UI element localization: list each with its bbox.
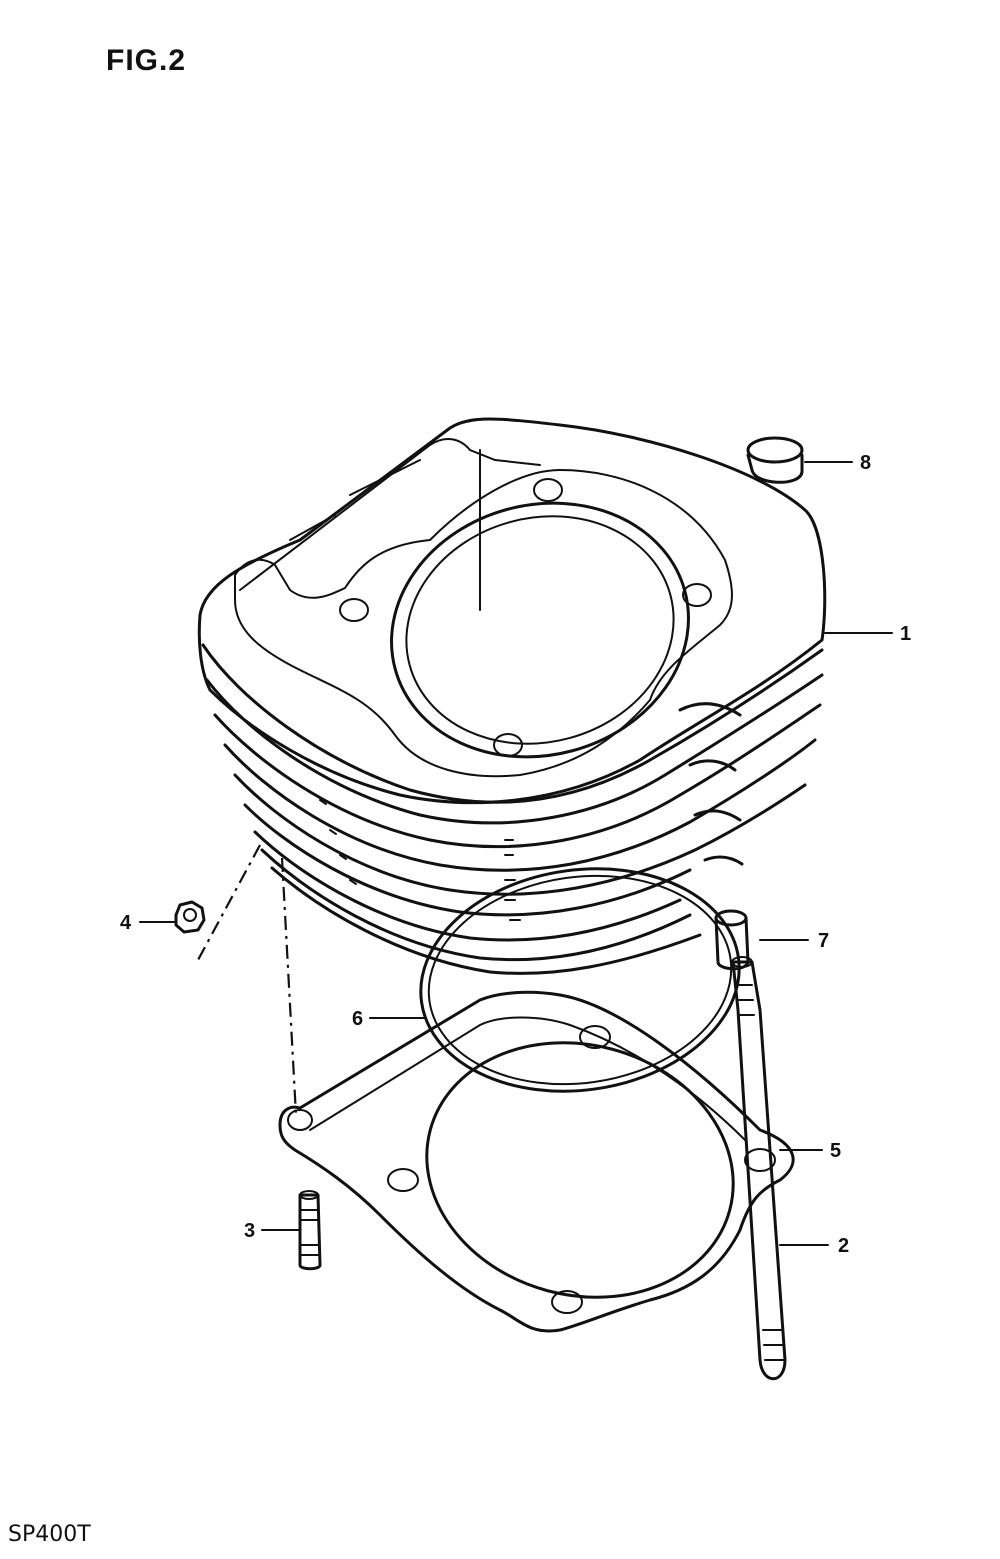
callout-1: 1	[900, 623, 911, 645]
callout-3: 3	[244, 1220, 255, 1242]
cylinder-block	[197, 417, 827, 975]
cap	[746, 436, 804, 484]
long-stud	[731, 956, 787, 1381]
model-code: SP400T	[8, 1522, 91, 1547]
alignment-line-nut	[197, 844, 261, 961]
short-stud	[298, 1190, 322, 1271]
callout-2: 2	[838, 1235, 849, 1257]
callout-8: 8	[860, 452, 871, 474]
callout-4: 4	[120, 912, 132, 934]
callout-6: 6	[352, 1008, 363, 1030]
cylinder-base-gasket	[278, 990, 795, 1333]
callout-5: 5	[830, 1140, 841, 1162]
callout-7: 7	[818, 930, 829, 952]
nut	[174, 900, 206, 934]
alignment-line-stud-hole	[280, 857, 298, 1116]
leader-lines	[139, 461, 893, 1246]
figure-title: FIG.2	[106, 44, 187, 77]
